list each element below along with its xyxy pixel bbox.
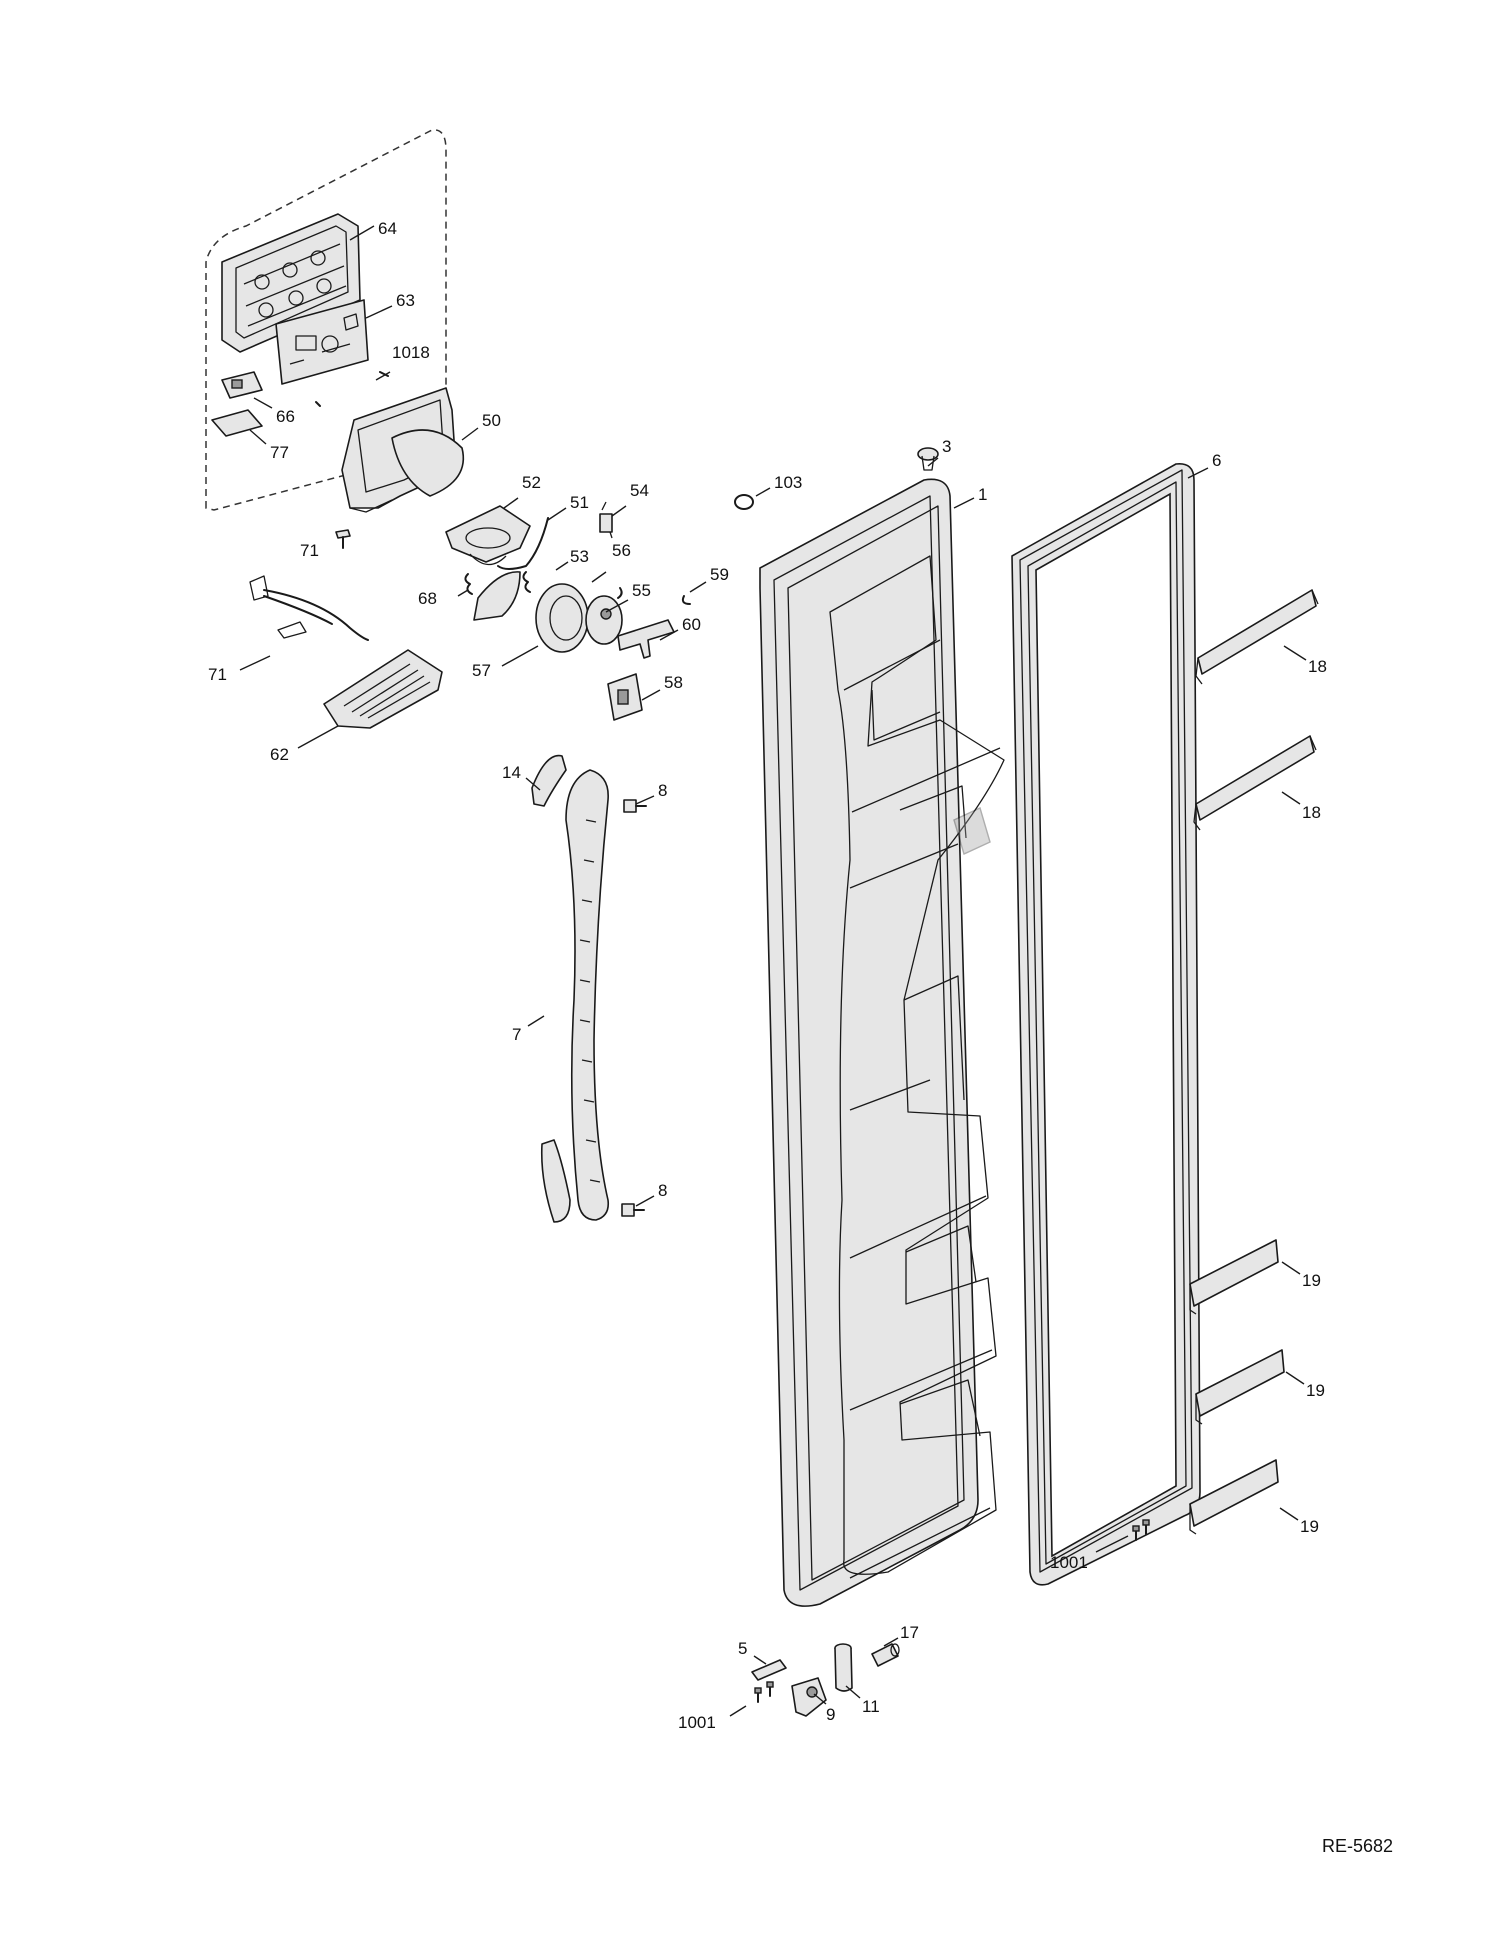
callout-57: 57 bbox=[472, 661, 491, 680]
callout-18b: 18 bbox=[1302, 803, 1321, 822]
callout-71a: 71 bbox=[300, 541, 319, 560]
part-7-handle-bottom-cap bbox=[540, 1139, 571, 1223]
callout-51: 51 bbox=[570, 493, 589, 512]
callout-19a: 19 bbox=[1302, 1271, 1321, 1290]
part-11-hinge-pin bbox=[834, 1643, 853, 1692]
callout-58: 58 bbox=[664, 673, 683, 692]
callout-6: 6 bbox=[1212, 451, 1221, 470]
callout-103: 103 bbox=[774, 473, 802, 492]
part-19-shelf-bar-1 bbox=[1189, 1239, 1279, 1315]
part-62-drip-tray bbox=[323, 649, 443, 729]
part-9-hinge-bushing bbox=[791, 1677, 827, 1717]
callout-19b: 19 bbox=[1306, 1381, 1325, 1400]
callout-17: 17 bbox=[900, 1623, 919, 1642]
part-59-clip bbox=[681, 595, 691, 605]
callout-59: 59 bbox=[710, 565, 729, 584]
callout-3: 3 bbox=[942, 437, 951, 456]
part-66-pin bbox=[315, 401, 321, 407]
part-60-bracket bbox=[617, 619, 675, 659]
part-63-control-board bbox=[275, 299, 369, 385]
part-1-door-liner bbox=[759, 478, 1005, 1607]
callout-66: 66 bbox=[276, 407, 295, 426]
callout-8b: 8 bbox=[658, 1181, 667, 1200]
callout-52: 52 bbox=[522, 473, 541, 492]
part-18-shelf-bar-top bbox=[1195, 589, 1319, 685]
callout-54: 54 bbox=[630, 481, 649, 500]
part-51-wire bbox=[497, 517, 549, 570]
part-19-shelf-bar-2 bbox=[1195, 1349, 1285, 1425]
callout-11: 11 bbox=[862, 1697, 880, 1716]
callout-5: 5 bbox=[738, 1639, 747, 1658]
callout-18a: 18 bbox=[1308, 657, 1327, 676]
callout-55: 55 bbox=[632, 581, 651, 600]
part-chute-flapper bbox=[473, 571, 521, 621]
callout-60: 60 bbox=[682, 615, 701, 634]
callout-1: 1 bbox=[978, 485, 987, 504]
part-77-cover bbox=[211, 409, 263, 437]
part-1001-screws-hinge bbox=[754, 1681, 774, 1703]
callout-14: 14 bbox=[502, 763, 521, 782]
part-3-plug bbox=[917, 447, 939, 471]
part-8-screw-bottom bbox=[621, 1203, 645, 1217]
callout-1001b: 1001 bbox=[678, 1713, 716, 1732]
part-55-plunger bbox=[585, 595, 623, 645]
part-71-wire-harness bbox=[249, 575, 369, 641]
part-53-spring bbox=[522, 571, 531, 593]
callout-53: 53 bbox=[570, 547, 589, 566]
part-52-chute-bracket bbox=[445, 505, 531, 566]
part-8-screw-top bbox=[623, 799, 647, 813]
callout-19c: 19 bbox=[1300, 1517, 1319, 1536]
callout-8a: 8 bbox=[658, 781, 667, 800]
part-17-hinge-sleeve bbox=[871, 1643, 900, 1667]
part-5-hinge-plate bbox=[751, 1659, 787, 1681]
part-6-door-gasket bbox=[1011, 463, 1201, 1586]
callout-1018: 1018 bbox=[392, 343, 430, 362]
part-58-switch bbox=[607, 673, 643, 721]
part-56-spring bbox=[617, 587, 623, 599]
callout-62: 62 bbox=[270, 745, 289, 764]
callout-50: 50 bbox=[482, 411, 501, 430]
part-50-dispenser-housing bbox=[341, 387, 464, 513]
part-19-shelf-bar-3 bbox=[1189, 1459, 1279, 1535]
part-68-spring bbox=[464, 573, 473, 595]
drawing-reference-number: RE-5682 bbox=[1322, 1836, 1394, 1856]
part-14-handle-cap bbox=[531, 754, 567, 807]
callout-56: 56 bbox=[612, 541, 631, 560]
part-66-switch bbox=[221, 371, 263, 399]
dispenser-assembly-boundary bbox=[205, 129, 447, 511]
leader-lines bbox=[239, 225, 1307, 1717]
callout-64: 64 bbox=[378, 219, 397, 238]
part-7-handle bbox=[565, 769, 610, 1221]
part-64-control-panel-frame bbox=[221, 213, 361, 353]
part-1018-screw bbox=[379, 371, 389, 377]
callout-77: 77 bbox=[270, 443, 289, 462]
part-57-solenoid bbox=[535, 583, 589, 653]
callout-9: 9 bbox=[826, 1705, 835, 1724]
part-1001-screws-gasket bbox=[1132, 1519, 1150, 1541]
callout-68: 68 bbox=[418, 589, 437, 608]
part-18-shelf-bar-bottom bbox=[1193, 735, 1317, 831]
part-103-o-ring bbox=[734, 494, 754, 510]
callout-71b: 71 bbox=[208, 665, 227, 684]
part-71-screw bbox=[335, 529, 351, 549]
callout-1001a: 1001 bbox=[1050, 1553, 1088, 1572]
callout-63: 63 bbox=[396, 291, 415, 310]
callout-7: 7 bbox=[512, 1025, 521, 1044]
part-54-switch bbox=[599, 501, 613, 539]
